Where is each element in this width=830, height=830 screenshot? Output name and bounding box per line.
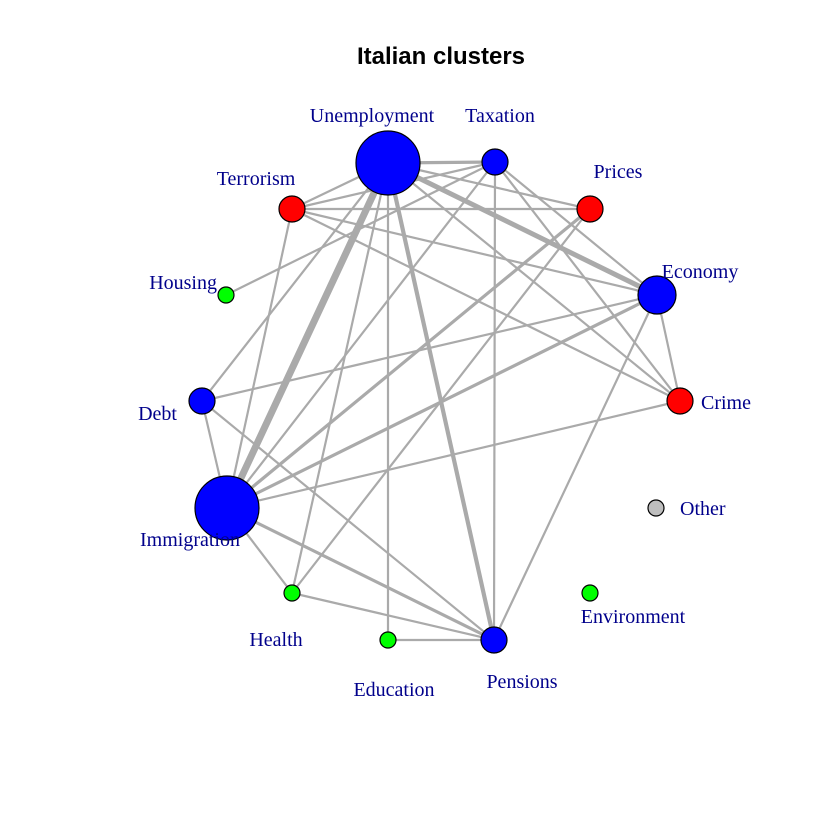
edge-immigration-pensions <box>225 506 496 642</box>
node-pensions <box>480 626 508 654</box>
edge-layer <box>200 159 682 643</box>
node-debt <box>188 387 216 415</box>
node-label-terrorism: Terrorism <box>217 168 296 190</box>
node-environment <box>581 584 599 602</box>
node-label-immigration: Immigration <box>140 529 240 551</box>
node-label-economy: Economy <box>662 261 739 283</box>
node-unemployment <box>355 130 421 196</box>
node-label-pensions: Pensions <box>486 671 557 693</box>
node-terrorism <box>278 195 306 223</box>
edge-economy-terrorism <box>290 207 659 297</box>
node-taxation <box>481 148 509 176</box>
edge-unemployment-debt <box>200 161 390 403</box>
edge-economy-debt <box>200 293 659 403</box>
node-education <box>379 631 397 649</box>
edge-taxation-pensions <box>492 160 497 642</box>
node-prices <box>576 195 604 223</box>
node-label-housing: Housing <box>149 272 217 294</box>
label-layer: Unemployment TaxationPricesEconomyCrimeOt… <box>138 105 751 701</box>
edge-unemployment-economy <box>385 160 660 298</box>
edge-housing-taxation <box>224 160 497 297</box>
edge-prices-immigration <box>225 207 592 510</box>
node-housing <box>217 286 235 304</box>
edge-taxation-crime <box>493 160 682 403</box>
edge-economy-pensions <box>492 293 659 642</box>
node-label-health: Health <box>249 629 302 651</box>
node-health <box>283 584 301 602</box>
node-other <box>647 499 665 517</box>
node-economy <box>637 275 677 315</box>
edge-unemployment-prices <box>386 161 592 211</box>
edge-taxation-immigration <box>225 160 497 510</box>
node-label-environment: Environment <box>581 606 686 628</box>
node-crime <box>666 387 694 415</box>
edge-crime-immigration <box>225 399 682 510</box>
node-label-debt: Debt <box>138 403 177 425</box>
edge-debt-pensions <box>200 399 496 642</box>
edge-economy-immigration <box>225 293 659 510</box>
chart-title: Italian clusters <box>357 43 525 70</box>
node-immigration <box>194 475 260 541</box>
node-label-crime: Crime <box>701 392 751 414</box>
node-label-prices: Prices <box>594 161 643 183</box>
node-label-taxation: Taxation <box>465 105 535 127</box>
node-label-other: Other <box>680 498 726 520</box>
node-label-unemployment: Unemployment <box>310 105 435 127</box>
edge-immigration-terrorism <box>225 207 294 510</box>
edge-health-pensions <box>290 591 496 642</box>
node-label-education: Education <box>353 679 434 701</box>
node-layer <box>188 130 694 654</box>
edge-unemployment-health <box>290 161 390 595</box>
edge-crime-terrorism <box>290 207 682 403</box>
edge-unemployment-immigration <box>223 159 392 512</box>
